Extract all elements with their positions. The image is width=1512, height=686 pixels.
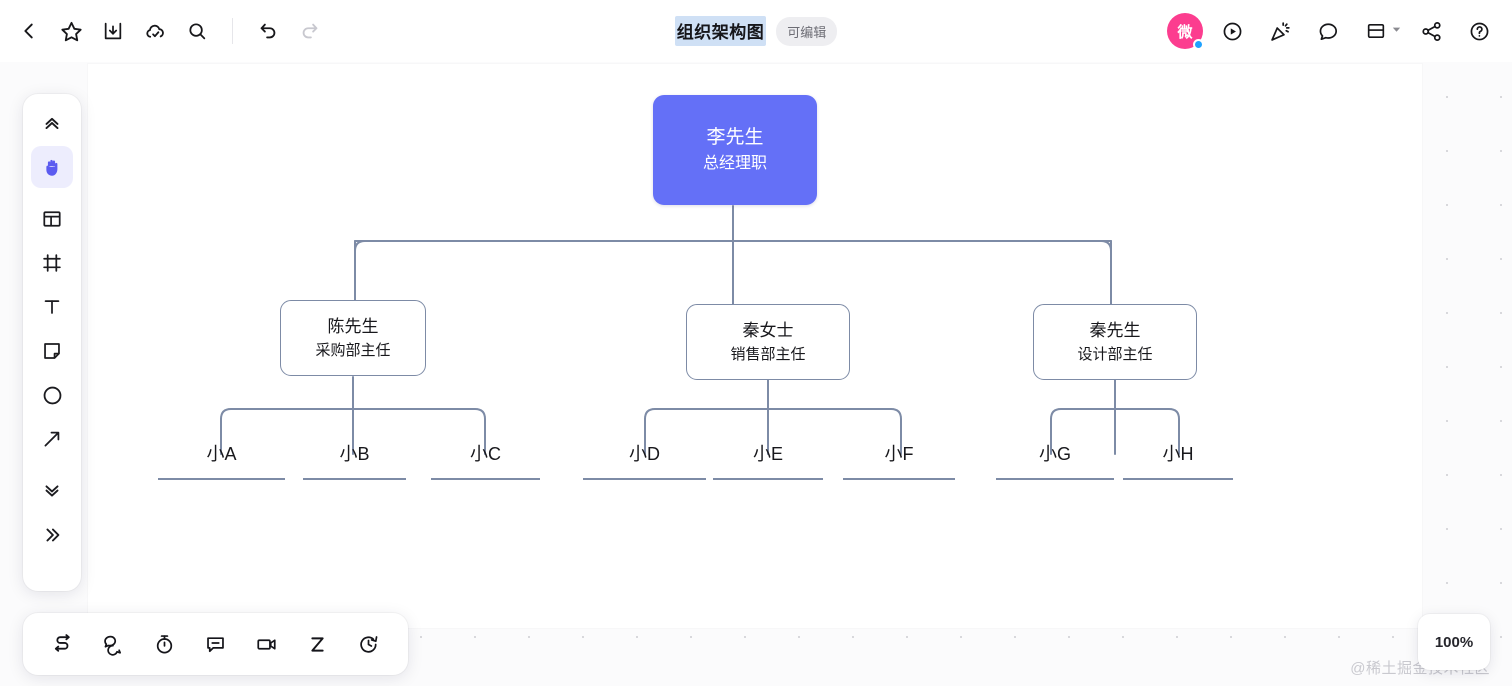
org-chart[interactable]: 李先生 总经理职 陈先生 采购部主任 秦女士 销售部主任 秦先生 设计部主任 小… (88, 64, 1422, 628)
layout-template-icon[interactable] (31, 198, 73, 240)
org-node-role: 设计部主任 (1077, 345, 1153, 363)
org-leaf-label: 小E (752, 444, 783, 464)
document-title-group: 组织架构图 可编辑 (0, 0, 1512, 62)
status-badge[interactable]: 可编辑 (776, 16, 838, 46)
text-tool-icon[interactable] (31, 286, 73, 328)
org-leaf-member[interactable]: 小B (303, 444, 406, 480)
org-node-name: 秦先生 (1089, 321, 1141, 341)
undo-icon[interactable] (249, 12, 287, 50)
chevron-down-icon[interactable] (31, 470, 73, 512)
back-icon[interactable] (10, 12, 48, 50)
org-chart-connectors (220, 205, 1180, 455)
org-leaf-underline (713, 477, 823, 480)
cloud-check-icon[interactable] (136, 12, 174, 50)
top-toolbar: 组织架构图 可编辑 微 (0, 0, 1512, 62)
redo-icon[interactable] (291, 12, 329, 50)
org-leaf-member[interactable]: 小A (158, 444, 285, 480)
org-leaf-label: 小D (629, 444, 660, 464)
org-leaf-underline (431, 477, 540, 480)
avatar-label: 微 (1177, 23, 1193, 41)
download-icon[interactable] (94, 12, 132, 50)
org-node-name: 陈先生 (327, 317, 379, 337)
sticky-note-icon[interactable] (31, 330, 73, 372)
flow-s-icon[interactable] (42, 623, 84, 665)
org-node-dept-1[interactable]: 陈先生 采购部主任 (280, 300, 426, 376)
org-node-dept-3[interactable]: 秦先生 设计部主任 (1033, 304, 1197, 380)
org-leaf-member[interactable]: 小F (843, 444, 955, 480)
toolbar-divider (232, 18, 233, 44)
search-icon[interactable] (178, 12, 216, 50)
top-toolbar-left-group (0, 12, 329, 50)
org-leaf-label: 小G (1038, 444, 1071, 464)
share-icon[interactable] (1412, 12, 1450, 50)
layout-icon[interactable] (1357, 12, 1395, 50)
top-toolbar-right-group: 微 (1167, 0, 1498, 62)
page-title[interactable]: 组织架构图 (674, 16, 767, 46)
org-leaf-member[interactable]: 小G (996, 444, 1114, 480)
org-node-role: 总经理职 (702, 154, 767, 172)
avatar-status-dot (1193, 39, 1204, 50)
timer-icon[interactable] (144, 623, 186, 665)
left-tool-rail (23, 94, 81, 591)
org-node-role: 采购部主任 (315, 341, 391, 359)
org-node-name: 秦女士 (742, 321, 794, 341)
org-leaf-underline (996, 477, 1114, 480)
party-popper-icon[interactable] (1261, 12, 1299, 50)
org-leaf-label: 小F (884, 444, 914, 464)
org-leaf-label: 小C (470, 444, 501, 464)
org-leaf-underline (158, 477, 285, 480)
zoom-level-button[interactable]: 100% (1418, 614, 1490, 670)
org-leaf-member[interactable]: 小H (1123, 444, 1233, 480)
video-camera-icon[interactable] (246, 623, 288, 665)
org-leaf-underline (1123, 477, 1233, 480)
org-leaf-member[interactable]: 小D (583, 444, 706, 480)
avatar[interactable]: 微 (1167, 13, 1204, 50)
help-icon[interactable] (1460, 12, 1498, 50)
comment-icon[interactable] (1309, 12, 1347, 50)
history-clock-icon[interactable] (348, 623, 390, 665)
bottom-toolbar (23, 613, 408, 675)
org-leaf-member[interactable]: 小E (713, 444, 823, 480)
layout-menu[interactable] (1357, 12, 1402, 50)
play-circle-icon[interactable] (1213, 12, 1251, 50)
org-node-dept-2[interactable]: 秦女士 销售部主任 (686, 304, 850, 380)
org-leaf-underline (843, 477, 955, 480)
star-icon[interactable] (52, 12, 90, 50)
letter-z-icon[interactable] (297, 623, 339, 665)
chevrons-right-icon[interactable] (31, 514, 73, 556)
comment-box-icon[interactable] (195, 623, 237, 665)
frame-icon[interactable] (31, 242, 73, 284)
org-leaf-label: 小H (1162, 444, 1194, 464)
org-leaf-member[interactable]: 小C (431, 444, 540, 480)
org-leaf-underline (583, 477, 706, 480)
shape-circle-icon[interactable] (31, 374, 73, 416)
org-leaf-label: 小B (339, 444, 370, 464)
org-leaf-label: 小A (206, 444, 237, 464)
arrow-line-icon[interactable] (31, 418, 73, 460)
org-node-name: 李先生 (706, 126, 764, 148)
chevron-down-icon[interactable] (1391, 22, 1402, 40)
chevron-up-icon[interactable] (31, 102, 73, 144)
hand-tool-icon[interactable] (31, 146, 73, 188)
org-node-root[interactable]: 李先生 总经理职 (653, 95, 817, 205)
org-node-role: 销售部主任 (730, 345, 806, 363)
org-leaf-underline (303, 477, 406, 480)
chat-bubbles-icon[interactable] (93, 623, 135, 665)
